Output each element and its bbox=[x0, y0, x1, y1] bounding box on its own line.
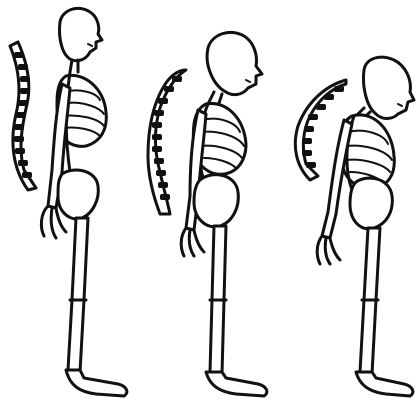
skeleton-figure-severe-kyphosis bbox=[295, 57, 414, 396]
skeleton-figure-upright bbox=[10, 8, 127, 396]
foot bbox=[206, 372, 267, 396]
skull bbox=[60, 8, 103, 60]
spine-column bbox=[10, 42, 36, 190]
skeleton-figure-mild-kyphosis bbox=[148, 32, 267, 396]
foot bbox=[66, 370, 127, 396]
foot bbox=[356, 372, 413, 396]
pelvis bbox=[350, 178, 392, 229]
pelvis bbox=[58, 170, 98, 219]
skull bbox=[364, 57, 415, 118]
pelvis bbox=[194, 175, 238, 227]
spine-column bbox=[148, 70, 186, 214]
skull bbox=[207, 32, 262, 94]
